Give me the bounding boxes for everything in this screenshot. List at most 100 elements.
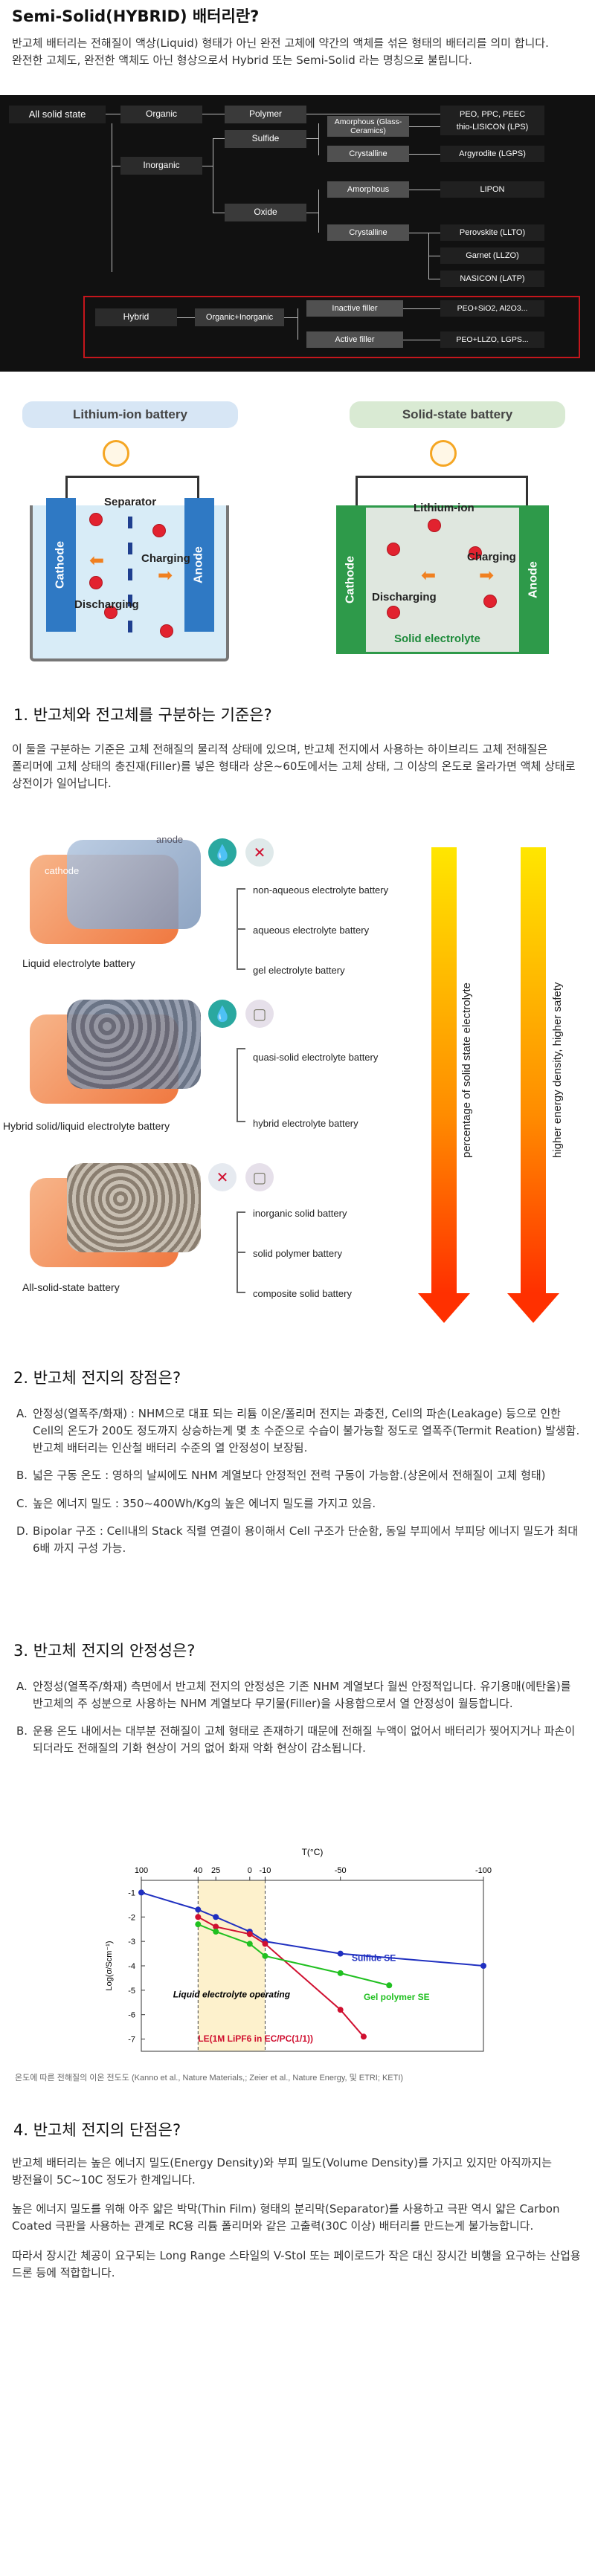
electrolyte-figure: anode cathode Liquid electrolyte battery… — [0, 825, 595, 1345]
intro-section: Semi-Solid(HYBRID) 배터리란? 반고체 배터리는 전해질이 액… — [0, 4, 595, 69]
top-tick-label-0: 100 — [135, 1866, 148, 1875]
separator-label: Separator — [104, 496, 157, 508]
page-title: Semi-Solid(HYBRID) 배터리란? — [12, 7, 260, 25]
anode-label-1: anode — [156, 834, 184, 845]
item-4: hybrid electrolyte battery — [253, 1118, 358, 1129]
section-2: 2. 반고체 전지의 장점은? A.안정성(열폭주/화재) : NHM으로 대표… — [0, 1366, 595, 1567]
y-tick-label-2: -3 — [128, 1938, 135, 1946]
hybrid-box: Hybrid — [95, 308, 177, 326]
top-tick-label-1: 40 — [193, 1866, 202, 1875]
garnet-box: Garnet (LLZO) — [440, 247, 544, 264]
org-inorg-box: Organic+Inorganic — [195, 308, 284, 326]
section-1-heading: 1. 반고체와 전고체를 구분하는 기준은? — [13, 706, 272, 724]
li-ion-caption: Lithium-ion battery — [22, 401, 238, 428]
shaded-region-label: Liquid electrolyte operating — [173, 1990, 291, 2000]
advantage-d: D.Bipolar 구조 : Cell내의 Stack 직렬 연결이 용이해서 … — [16, 1524, 579, 1556]
vertical-label-1: percentage of solid state electrolyte — [460, 983, 473, 1158]
series-2-point-0 — [195, 1921, 202, 1928]
section-1-text: 이 둘을 구분하는 기준은 고체 전해질의 물리적 상태에 있으며, 반고체 전… — [12, 742, 576, 791]
section-3: 3. 반고체 전지의 안정성은? A.안정성(열폭주/화재) 측면에서 반고체 … — [0, 1639, 595, 1768]
item-7: composite solid battery — [253, 1288, 352, 1299]
bulb-icon-left — [103, 440, 129, 467]
group-2-caption: Hybrid solid/liquid electrolyte battery — [3, 1120, 170, 1132]
arrow-left-icon: ⬅ — [89, 550, 105, 571]
oxide-box: Oxide — [225, 204, 306, 221]
bulb-icon-right — [430, 440, 457, 467]
series-1-point-4 — [337, 2007, 344, 2013]
series-label-2: Gel polymer SE — [364, 1992, 430, 2002]
item-3: quasi-solid electrolyte battery — [253, 1052, 379, 1063]
anode-right: Anode — [519, 505, 549, 654]
charging-label-right: Charging — [467, 551, 516, 563]
series-2-point-2 — [246, 1941, 253, 1947]
series-0-point-0 — [138, 1889, 144, 1896]
series-0-point-6 — [480, 1963, 486, 1969]
series-2-point-1 — [213, 1929, 219, 1935]
y-tick-label-0: -1 — [128, 1889, 135, 1897]
section-2-heading: 2. 반고체 전지의 장점은? — [13, 1369, 181, 1387]
crystalline-1-box: Crystalline — [327, 146, 409, 162]
hybrid-highlight — [83, 296, 580, 358]
active-example-box: PEO+LLZO, LGPS... — [440, 331, 544, 348]
amorphous-box: Amorphous — [327, 181, 409, 198]
top-tick-label-4: -10 — [260, 1866, 271, 1875]
y-tick-label-4: -5 — [128, 1987, 135, 1996]
series-label-0: Sulfide SE — [352, 1952, 396, 1963]
active-filler-box: Active filler — [306, 331, 403, 348]
droplet-icon: 💧 — [208, 838, 237, 867]
group-3-caption: All-solid-state battery — [22, 1281, 120, 1293]
disadvantage-para-1: 반고체 배터리는 높은 에너지 밀도(Energy Density)와 부피 밀… — [12, 2155, 553, 2187]
intro-text: 반고체 배터리는 전해질이 액상(Liquid) 형태가 아닌 완전 고체에 약… — [12, 36, 549, 67]
arrow-bar-1 — [431, 847, 457, 1293]
item-0: non-aqueous electrolyte battery — [253, 884, 389, 896]
series-1-point-2 — [246, 1931, 253, 1938]
anode-cube-1 — [67, 840, 201, 929]
lipon-box: LIPON — [440, 181, 544, 198]
series-2-point-5 — [386, 1982, 393, 1989]
nasicon-box: NASICON (LATP) — [440, 271, 544, 287]
cathode-left: Cathode — [46, 498, 76, 632]
advantage-a: A.안정성(열폭주/화재) : NHM으로 대표 되는 리튬 이온/폴리머 전지… — [16, 1406, 580, 1455]
advantage-b: B.넓은 구동 온도 : 영하의 날씨에도 NHM 계열보다 안정적인 전력 구… — [16, 1469, 546, 1483]
item-1: aqueous electrolyte battery — [253, 925, 370, 936]
y-tick-label-3: -4 — [128, 1962, 135, 1971]
series-label-1: LE(1M LiPF6 in EC/PC(1/1)) — [198, 2033, 313, 2044]
chart-source: 온도에 따른 전해질의 이온 전도도 (Kanno et al., Nature… — [15, 2074, 404, 2083]
arrow-head-1 — [418, 1293, 470, 1323]
safety-a: A.안정성(열폭주/화재) 측면에서 반고체 전지의 안정성은 기존 NHM 계… — [16, 1679, 571, 1710]
item-2: gel electrolyte battery — [253, 965, 345, 976]
section-4-heading: 4. 반고체 전지의 단점은? — [13, 2121, 181, 2139]
thio-box: thio-LISICON (LPS) — [440, 119, 544, 135]
classification-diagram: All solid state Organic Polymer PEO, PPC… — [0, 95, 595, 372]
section-4: 4. 반고체 전지의 단점은? 반고체 배터리는 높은 에너지 밀도(Energ… — [0, 2118, 595, 2282]
cathode-right: Cathode — [336, 505, 366, 654]
plot-frame — [141, 1880, 484, 2052]
series-line-1 — [197, 1916, 364, 2037]
root-box: All solid state — [9, 106, 106, 123]
inactive-filler-box: Inactive filler — [306, 300, 403, 317]
solid-electrolyte-area — [366, 505, 519, 654]
droplet-icon-2: 💧 — [208, 1000, 237, 1028]
arrow-right-icon-2: ➡ — [479, 565, 495, 586]
organic-box: Organic — [120, 106, 202, 123]
series-1-point-3 — [262, 1941, 268, 1947]
charging-label-left: Charging — [141, 552, 190, 565]
solid-state-caption: Solid-state battery — [350, 401, 565, 428]
advantage-c: C.높은 에너지 밀도 : 350~400Wh/Kg의 높은 에너지 밀도를 가… — [16, 1496, 376, 1510]
top-tick-label-2: 25 — [211, 1866, 220, 1875]
amorphous-glass-box: Amorphous (Glass-Ceramics) — [327, 116, 409, 137]
arrow-head-2 — [507, 1293, 559, 1323]
arrow-right-icon: ➡ — [158, 565, 173, 586]
discharging-label-right: Discharging — [372, 591, 437, 603]
disadvantage-para-2: 높은 에너지 밀도를 위해 아주 얇은 박막(Thin Film) 형태의 분리… — [12, 2202, 560, 2233]
cathode-label-1: cathode — [45, 865, 80, 876]
solid-electrolyte-label: Solid electrolyte — [394, 632, 480, 645]
series-2-point-4 — [337, 1970, 344, 1976]
vertical-label-2: higher energy density, higher safety — [551, 982, 564, 1159]
y-tick-label-5: -6 — [128, 2011, 135, 2020]
crystalline-2-box: Crystalline — [327, 224, 409, 241]
series-line-2 — [197, 1923, 390, 1987]
no-solid-icon: ✕ — [245, 838, 274, 867]
